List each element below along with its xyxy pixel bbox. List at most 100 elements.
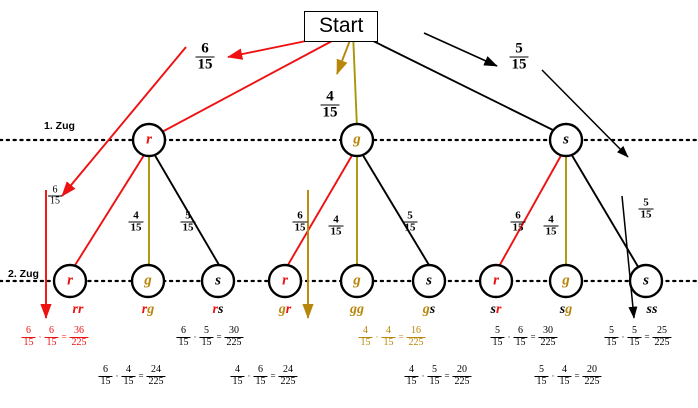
node-label-rr: r — [67, 272, 73, 289]
numerator: 6 — [257, 364, 263, 375]
denominator: 15 — [509, 56, 529, 73]
node-level1-g[interactable] — [339, 122, 375, 158]
outcome-first-letter: r — [72, 302, 78, 317]
outcome-second-letter: r — [496, 302, 502, 317]
denominator: 15 — [180, 221, 196, 234]
outcome-first-letter: s — [559, 302, 566, 317]
node-label-gs: s — [426, 272, 432, 289]
denominator: 15 — [199, 336, 214, 348]
times-symbol: · — [115, 371, 119, 381]
numerator: 5 — [631, 325, 637, 336]
prob-start-to-r: 6 15 — [195, 41, 215, 73]
outcome-gs: gs — [423, 303, 435, 317]
numerator: 24 — [283, 364, 294, 375]
node-label-rs: s — [215, 272, 221, 289]
node-level2-gg[interactable] — [339, 263, 375, 299]
times-symbol: · — [551, 371, 555, 381]
node-label-sg: g — [562, 272, 570, 289]
denominator: 15 — [44, 336, 59, 348]
denominator: 225 — [69, 336, 89, 348]
outcome-first-letter: g — [278, 302, 286, 317]
denominator: 15 — [21, 336, 36, 348]
outcome-second-letter: s — [652, 302, 658, 317]
outcome-sg: sg — [560, 303, 572, 317]
prob-r-to-rr: 6 15 — [48, 184, 62, 207]
denominator: 15 — [427, 375, 442, 387]
numerator: 5 — [494, 325, 500, 336]
denominator: 15 — [557, 375, 572, 387]
prob-g-to-gg: 4 15 — [328, 214, 344, 238]
node-level2-rg[interactable] — [130, 263, 166, 299]
prob-s-to-ss: 5 15 — [638, 197, 654, 221]
denominator: 15 — [604, 336, 619, 348]
denominator: 15 — [48, 195, 62, 207]
equals-symbol: = — [530, 332, 536, 342]
node-label-sr: r — [493, 272, 499, 289]
numerator: 25 — [657, 325, 668, 336]
numerator: 6 — [180, 325, 186, 336]
branch-s-to-sr — [496, 151, 564, 271]
prob-s-to-sg: 4 15 — [543, 214, 559, 238]
denominator: 15 — [320, 104, 340, 121]
equals-symbol: = — [644, 332, 650, 342]
node-level2-rs[interactable] — [200, 263, 236, 299]
numerator: 16 — [411, 325, 422, 336]
outcome-first-letter: r — [212, 302, 218, 317]
denominator: 225 — [278, 375, 298, 387]
denominator: 15 — [328, 225, 344, 238]
denominator: 15 — [510, 221, 526, 234]
denominator: 15 — [253, 375, 268, 387]
node-level2-rr[interactable] — [52, 263, 88, 299]
node-level1-r[interactable] — [131, 122, 167, 158]
outcome-second-letter: g — [357, 302, 364, 317]
node-label-r: r — [146, 131, 152, 148]
denominator: 225 — [146, 375, 166, 387]
times-symbol: · — [193, 332, 197, 342]
numerator: 5 — [203, 325, 209, 336]
denominator: 15 — [627, 336, 642, 348]
node-level2-ss[interactable] — [628, 263, 664, 299]
prob-start-to-s: 5 15 — [509, 40, 529, 73]
numerator: 4 — [408, 364, 414, 375]
denominator: 225 — [652, 336, 672, 348]
equals-symbol: = — [216, 332, 222, 342]
outcome-rg: rg — [142, 303, 154, 317]
node-level2-sr[interactable] — [478, 263, 514, 299]
node-level1-s[interactable] — [548, 122, 584, 158]
outcome-first-letter: r — [141, 302, 148, 317]
node-label-rg: g — [144, 272, 152, 289]
start-node[interactable]: Start — [304, 11, 379, 42]
outcome-gg: gg — [350, 303, 364, 317]
node-level2-sg[interactable] — [548, 263, 584, 299]
denominator: 15 — [128, 221, 144, 234]
outcome-ss: ss — [647, 303, 658, 317]
equals-symbol: = — [398, 332, 404, 342]
node-label-ss: s — [643, 272, 649, 289]
node-level2-gs[interactable] — [411, 263, 447, 299]
numerator: 6 — [515, 209, 521, 222]
numerator: 4 — [326, 88, 334, 105]
times-symbol: · — [38, 332, 42, 342]
node-label-g: g — [353, 131, 361, 148]
numerator: 20 — [587, 364, 598, 375]
numerator: 6 — [52, 184, 58, 196]
node-level2-gr[interactable] — [267, 263, 303, 299]
numerator: 5 — [515, 40, 523, 57]
branch-start-to-s — [356, 32, 560, 134]
denominator: 15 — [638, 208, 654, 221]
denominator: 15 — [195, 56, 215, 73]
denominator: 15 — [176, 336, 191, 348]
numerator: 5 — [185, 209, 191, 222]
numerator: 4 — [234, 364, 240, 375]
denominator: 15 — [98, 375, 113, 387]
